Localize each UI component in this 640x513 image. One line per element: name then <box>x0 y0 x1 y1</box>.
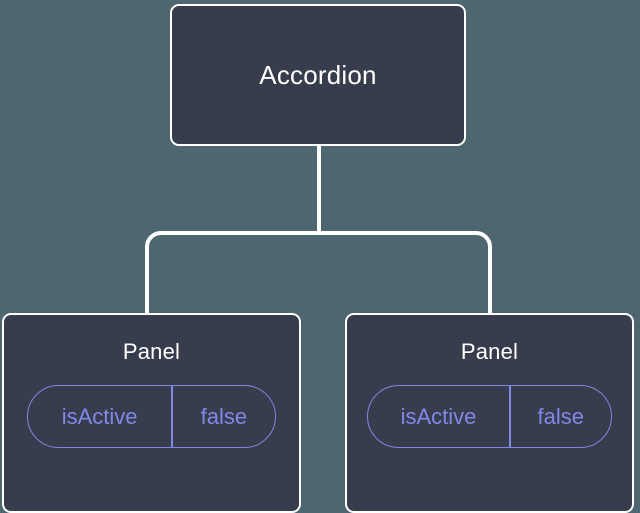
prop-value-label: false <box>200 403 248 429</box>
prop-key-label: isActive <box>61 403 138 429</box>
prop-divider <box>171 386 173 447</box>
prop-badge-isactive-1[interactable]: isActive false <box>27 385 276 448</box>
node-accordion[interactable]: Accordion <box>170 4 466 146</box>
prop-value-label: false <box>537 403 584 429</box>
node-accordion-title: Accordion <box>259 60 377 90</box>
component-tree-diagram: Accordion Panel isActive false Panel isA… <box>2 4 634 513</box>
node-panel-2-title: Panel <box>460 339 519 364</box>
node-panel-1-title: Panel <box>122 339 181 364</box>
connector-edge-right <box>319 231 492 315</box>
node-panel-1[interactable]: Panel isActive false <box>2 313 301 513</box>
prop-key-label: isActive <box>400 403 477 429</box>
connector-edge-left <box>145 231 319 315</box>
node-panel-2[interactable]: Panel isActive false <box>345 313 634 513</box>
prop-divider <box>508 386 511 447</box>
prop-badge-isactive-2[interactable]: isActive false <box>367 385 612 448</box>
